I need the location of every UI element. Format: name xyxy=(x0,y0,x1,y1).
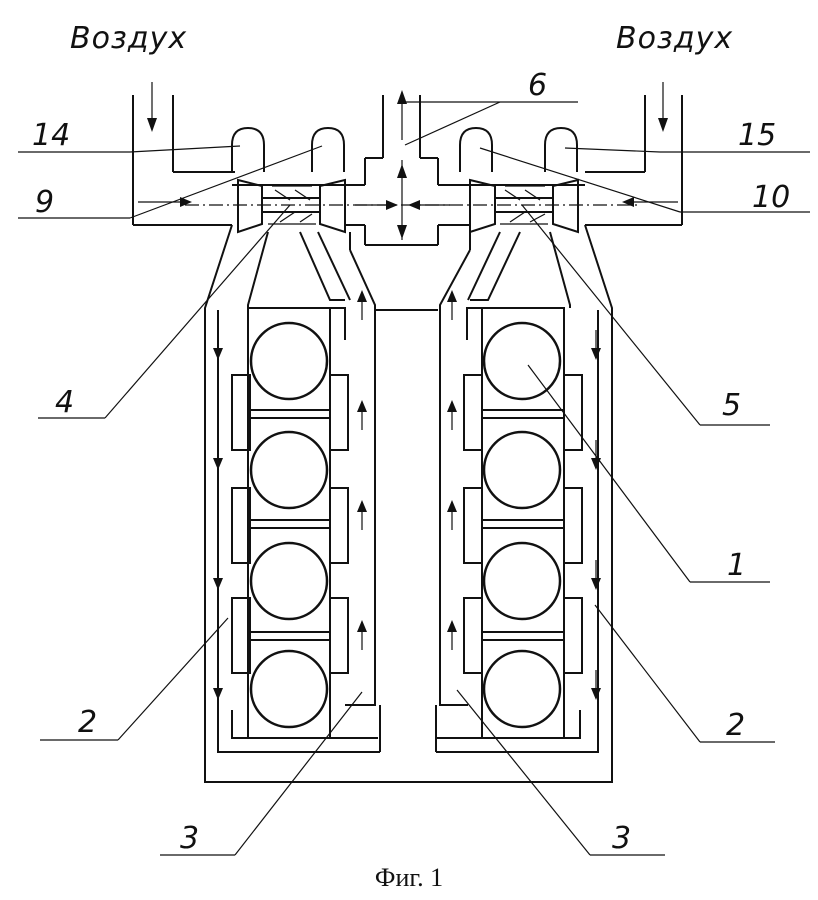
label-6: 6 xyxy=(528,68,547,103)
label-2-left: 2 xyxy=(78,705,97,740)
air-label-right: Воздух xyxy=(616,21,733,56)
flow-arrows-right-inner xyxy=(447,290,457,650)
label-14: 14 xyxy=(32,118,70,153)
flow-arrows-right-outer xyxy=(591,330,601,700)
label-15: 15 xyxy=(738,118,776,153)
label-10: 10 xyxy=(752,180,790,215)
turbocharger-left xyxy=(231,126,346,234)
figure-caption: Фиг. 1 xyxy=(375,863,443,892)
cylinder-bank-right xyxy=(436,231,599,753)
air-inlet-right xyxy=(585,82,683,226)
label-2-right: 2 xyxy=(726,708,745,743)
cylinder-bank-left xyxy=(217,231,380,753)
label-9: 9 xyxy=(35,185,54,220)
label-4: 4 xyxy=(55,385,74,420)
turbocharger-right xyxy=(459,126,579,234)
flow-arrows-left-outer xyxy=(213,330,223,700)
flow-arrows-left-inner xyxy=(357,290,367,650)
central-gap xyxy=(375,309,438,752)
exhaust-outlet-6 xyxy=(364,90,439,246)
leader-lines xyxy=(18,101,810,856)
collector-channel xyxy=(185,184,640,226)
air-label-left: Воздух xyxy=(70,21,187,56)
label-3-left: 3 xyxy=(180,821,199,856)
label-1: 1 xyxy=(727,548,746,583)
label-5: 5 xyxy=(722,388,741,423)
air-inlet-left xyxy=(132,82,235,226)
label-3-right: 3 xyxy=(612,821,631,856)
